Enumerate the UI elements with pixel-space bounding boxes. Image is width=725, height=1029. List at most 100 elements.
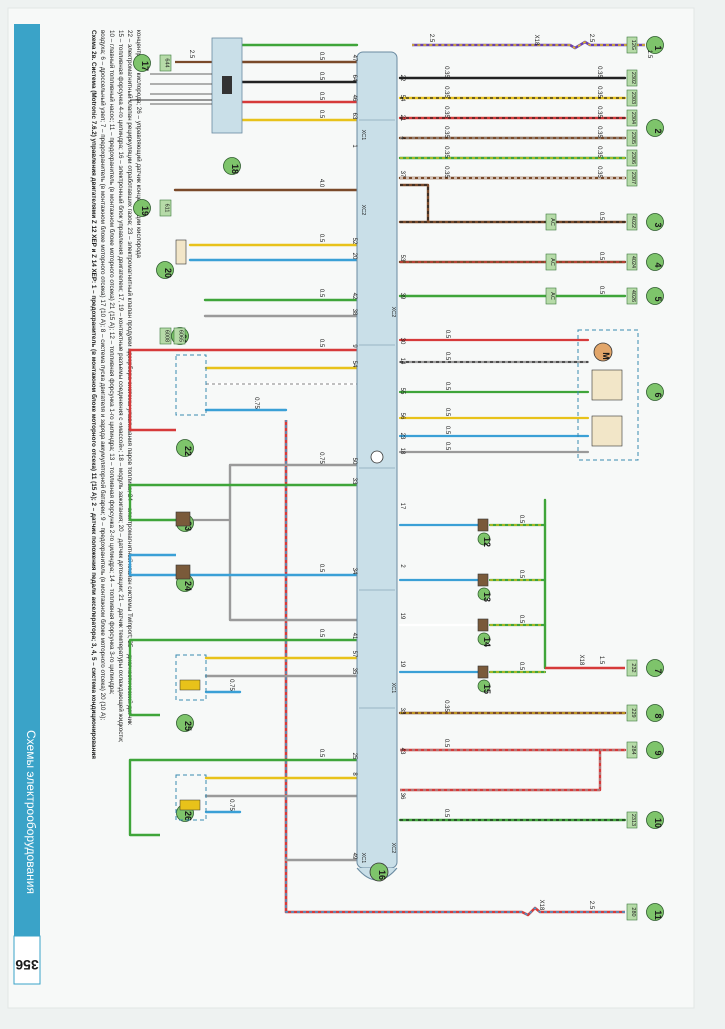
wire-label-node11: 2.5 [588,901,594,910]
left-node-box-6065 [173,327,186,345]
right-node-number-5: 5 [653,296,663,301]
ecu-pin-left-11: 54 [351,361,357,368]
injector-number-15: 15 [482,684,492,694]
node2-box-label-2305: 2305 [630,132,636,144]
o2-sensor-ctrl-outline [175,774,207,821]
right-node-7 [646,659,664,677]
wire-label-throttle-6: 0.5 [444,442,450,451]
right-node-box-11 [626,903,638,921]
wire-twinport-1 [128,553,357,577]
wire-node9 [400,748,602,792]
wire-label-throttle-2: 0.5 [444,352,450,361]
ac-label-4: AC [549,258,555,266]
components-layer: 16XC1XC2XC2XC1XC2XC1112G2340224402454026… [130,34,664,921]
ecu-ground-symbol [370,450,384,464]
knock-sensor-body [175,239,187,265]
right-node-box-9 [626,741,638,759]
wire-label-node2b-4: 0.35 [596,126,602,138]
x18-label-top: X18 [533,35,539,46]
injector-node-12 [477,532,491,546]
right-node-number-7: 7 [653,668,663,673]
right-node-11 [646,903,664,921]
ecu-connector-xc2: XC2 [390,307,396,318]
wire-label-node1-b: 2.5 [428,34,434,43]
left-node-20 [156,261,174,279]
ac-label-5: AC [549,292,555,300]
right-node-box-7 [626,659,638,677]
injector-number-14: 14 [482,637,492,647]
wire-node1-fuse-stripe [412,41,645,49]
caption-line-2: воздуха; 6 – дроссельный узел; 7 – предо… [99,30,107,720]
wire-label-ground-bus: 0.75 [318,452,324,464]
page-header-band: 356 Схемы электрооборудования [13,24,41,985]
wire-label-o2-diag-b: 0.75 [228,679,234,691]
node2-box-label-2303: 2303 [630,92,636,104]
wire-label-ignition-1: 0.5 [318,52,324,61]
wire-label-injector-12: 0.5 [518,515,524,524]
wire-label-coolant: 0.5 [318,289,324,298]
wire-label-egr-b: 0.75 [253,397,259,409]
node2-box-label-2302: 2302 [630,72,636,84]
node2-box-2304 [626,109,638,127]
throttle-motor [593,342,613,362]
wire-label-throttle-4: 0.5 [444,408,450,417]
wire-label-throttle-1: 0.5 [444,330,450,339]
wire-label-node10: 0.5 [443,809,449,818]
throttle-sensor-1 [591,369,623,401]
ecu-pin-left-13: 33 [351,478,357,485]
left-node-number-20: 20 [163,268,173,278]
right-node-number-10: 10 [653,818,663,828]
wire-label-node2b-3: 0.35 [596,106,602,118]
wire-o2-ctrl-1 [128,758,357,837]
wire-o2-diag-1 [128,638,357,717]
wire-label-ground-19: 4.0 [318,179,324,188]
ecu-connector-xc2b: XC2 [390,843,396,854]
page-number-box [13,935,41,985]
ecu-pin-left-7: 20 [351,253,357,260]
ecu-pin-left-3: 46 [351,95,357,102]
ecu-pin-right-14: 17 [399,503,405,510]
right-node-box-label-3: 4022 [630,216,636,228]
right-node-box-label-11: 280 [630,907,636,916]
wire-label-ac-5: 0.5 [598,286,604,295]
node2-box-label-2307: 2307 [630,172,636,184]
injector-body-13 [477,573,489,587]
page-number: 356 [15,957,39,973]
wire-label-knock: 0.5 [318,234,324,243]
caption-line-6: концентрации кислорода; 26 – управляющий… [135,30,143,258]
ecu-pin-left-5: 1 [351,144,357,148]
wire-label-twinport: 0.5 [318,564,324,573]
right-node-box-8 [626,704,638,722]
injector-number-12: 12 [482,537,492,547]
ecu-pin-left-1: 47 [351,55,357,62]
wire-label-node2-6: 0.35 [443,166,449,178]
left-node-box-label-6008: 6008 [164,330,170,342]
ecu-pin-right-5: 37 [399,171,405,178]
wire-label-node7: 1.5 [598,656,604,665]
right-node-6 [646,383,664,401]
o2-sensor-ctrl-heater [179,799,201,811]
ecu-pin-right-1: 22 [399,75,405,82]
caption-line-3: 10 – главный топливный насос; 11 – предо… [108,30,116,695]
x18-label-bottom: X18 [538,900,544,911]
o2-sensor-diag-heater [179,679,201,691]
right-node-number-8: 8 [653,713,663,718]
ecu-pin-right-19: 43 [399,748,405,755]
wire-label-ignition-2: 0.5 [318,72,324,81]
wire-label-node2b-5: 0.35 [596,146,602,158]
ecu-pin-right-3: 21 [399,115,405,122]
wire-label-throttle-5: 0.5 [444,426,450,435]
right-node-10 [646,811,664,829]
wire-label-node1-c: 1.5 [646,50,652,59]
left-node-number-26: 26 [183,811,193,821]
caption-line-1: Схема 2в. Система (Motronic 7.6.2) управ… [90,30,98,759]
node2-box-2307 [626,169,638,187]
left-node-25 [176,714,194,732]
wire-ac-link [400,183,430,222]
wire-label-node2-5: 0.35 [443,146,449,158]
left-node-number-17: 17 [140,61,150,71]
ecu-pin-left-8: 42 [351,293,357,300]
wire-label-node2-2: 0.35 [443,86,449,98]
ecu-pin-left-18: 25 [351,753,357,760]
twinport-valve-body [175,564,191,580]
